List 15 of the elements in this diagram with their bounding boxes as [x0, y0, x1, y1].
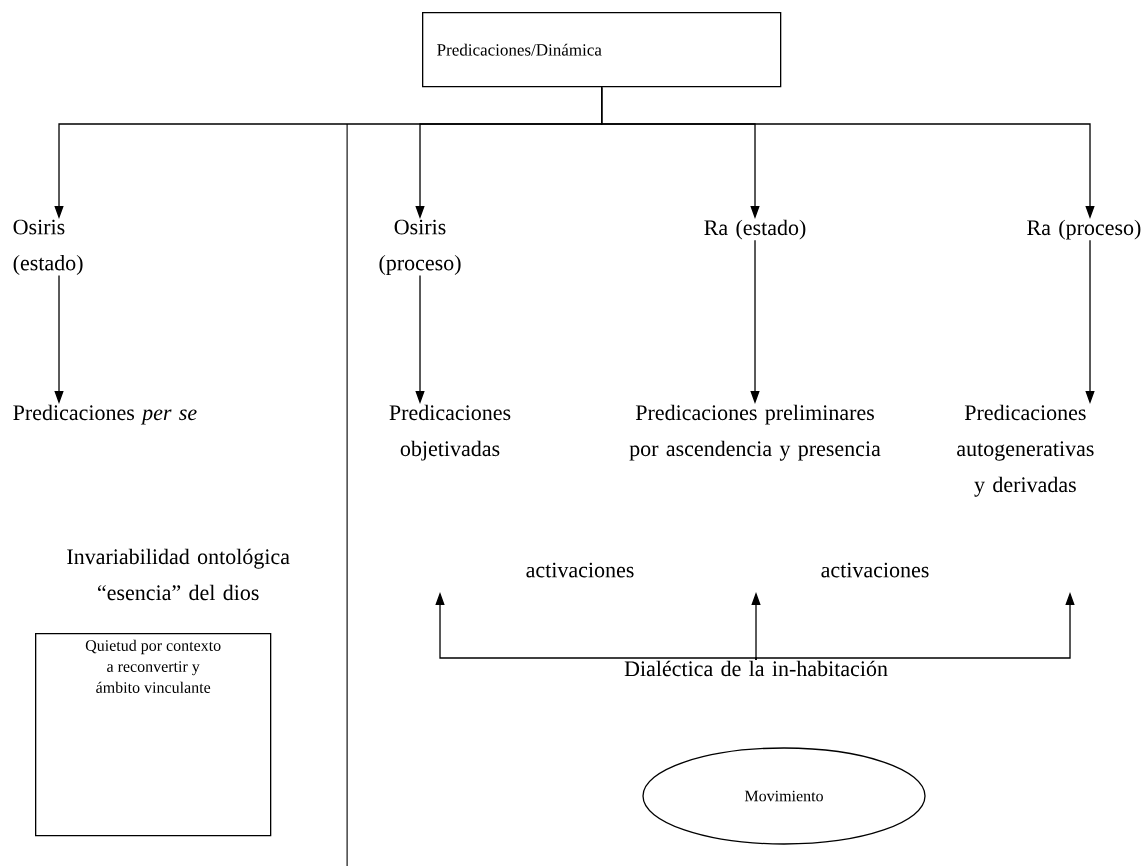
label-text: Ra (proceso)	[1027, 219, 1141, 240]
label-text: Predicaciones preliminares por ascendencia y presencia	[629, 404, 881, 461]
activation-label: activaciones	[821, 562, 929, 578]
label-text: Invariabilidad ontológica “esencia” del dios	[67, 548, 290, 601]
ellipse-node: Movimiento	[642, 747, 926, 845]
label-text: Dialéctica de la in-habitación	[624, 660, 888, 677]
label-text: Osiris (proceso)	[379, 219, 461, 275]
activation-label: activaciones	[526, 562, 634, 578]
label-text: Predicaciones autogenerativas y derivadas	[957, 404, 1094, 497]
label-text: Predicaciones objetivadas	[389, 404, 511, 461]
title-box: Predicaciones/Dinámica	[422, 12, 782, 88]
label-text: Ra (estado)	[704, 219, 806, 240]
label-text: Predicaciones per se	[13, 404, 197, 425]
text-box: Quietud por contexto a reconvertir y ámbito vinculante	[35, 633, 272, 837]
label-text: Osiris (estado)	[13, 219, 83, 275]
